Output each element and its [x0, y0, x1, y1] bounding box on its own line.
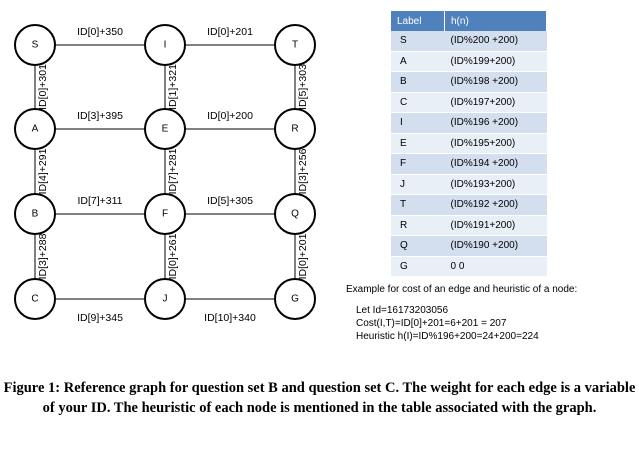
node-f: F	[144, 193, 186, 235]
table-row: Q(ID%190 +200)	[391, 235, 547, 257]
node-s: S	[14, 24, 56, 66]
node-circle	[144, 193, 186, 235]
node-circle	[274, 108, 316, 150]
header-label: Label	[391, 11, 445, 31]
node-t: T	[274, 24, 316, 66]
table-row: T(ID%192 +200)	[391, 194, 547, 216]
node-circle	[14, 108, 56, 150]
row-label: A	[391, 51, 445, 72]
row-label: R	[391, 215, 445, 236]
edge-label: ID[3]+395	[77, 110, 123, 122]
row-label: C	[391, 92, 445, 113]
table-row: S(ID%200 +200)	[391, 31, 547, 52]
edge-label: ID[7]+281	[167, 148, 179, 194]
node-circle	[274, 193, 316, 235]
table-row: F(ID%194 +200)	[391, 153, 547, 175]
row-label: F	[391, 153, 445, 175]
row-h-value: (ID%200 +200)	[444, 31, 547, 52]
header-h: h(n)	[444, 11, 547, 31]
table-row: I(ID%196 +200)	[391, 112, 547, 134]
node-g: G	[274, 278, 316, 320]
row-label: J	[391, 174, 445, 195]
node-i: I	[144, 24, 186, 66]
node-label: T	[292, 40, 298, 51]
row-h-value: (ID%193+200)	[444, 174, 547, 195]
row-label: G	[391, 256, 445, 277]
edge-label: ID[5]+303	[297, 64, 309, 110]
edge-label: ID[10]+340	[204, 312, 256, 324]
row-h-value: (ID%192 +200)	[444, 194, 547, 216]
node-j: J	[144, 278, 186, 320]
example-cost-line: Cost(I,T)=ID[0]+201=6+201 = 207	[356, 318, 507, 329]
node-label: E	[162, 124, 169, 135]
node-r: R	[274, 108, 316, 150]
node-circle	[14, 193, 56, 235]
edge-label: ID[0]+201	[207, 26, 253, 38]
node-circle	[144, 108, 186, 150]
node-label: Q	[291, 209, 299, 220]
node-circle	[274, 278, 316, 320]
row-label: I	[391, 112, 445, 134]
table-row: E(ID%195+200)	[391, 133, 547, 154]
table-row: B(ID%198 +200)	[391, 71, 547, 93]
edge-label: ID[9]+345	[77, 312, 123, 324]
node-label: S	[32, 40, 39, 51]
row-h-value: (ID%194 +200)	[444, 153, 547, 175]
node-a: A	[14, 108, 56, 150]
edge-label: ID[3]+288	[37, 233, 49, 279]
node-label: A	[32, 124, 39, 135]
edge-label: ID[7]+311	[77, 195, 122, 207]
node-e: E	[144, 108, 186, 150]
node-circle	[14, 24, 56, 66]
edge-label: ID[0]+201	[297, 233, 309, 279]
table-row: C(ID%197+200)	[391, 92, 547, 113]
row-h-value: (ID%190 +200)	[444, 235, 547, 257]
node-circle	[14, 278, 56, 320]
row-label: S	[391, 31, 445, 52]
row-h-value: (ID%195+200)	[444, 133, 547, 154]
node-label: F	[162, 209, 168, 220]
heuristic-table: Label h(n) S(ID%200 +200)A(ID%199+200)B(…	[391, 11, 547, 277]
table-row: R(ID%191+200)	[391, 215, 547, 236]
table-header-row: Label h(n)	[391, 11, 547, 31]
row-h-value: (ID%197+200)	[444, 92, 547, 113]
row-label: T	[391, 194, 445, 216]
row-label: Q	[391, 235, 445, 257]
edge-label: ID[5]+305	[207, 195, 253, 207]
example-id-line: Let Id=16173203056	[356, 305, 449, 316]
row-label: E	[391, 133, 445, 154]
node-circle	[144, 24, 186, 66]
node-circle	[144, 278, 186, 320]
figure-caption: Figure 1: Reference graph for question s…	[3, 380, 636, 416]
edge-label: ID[0]+301	[37, 64, 49, 110]
example-title: Example for cost of an edge and heuristi…	[346, 284, 578, 295]
edge-label: ID[3]+256	[297, 148, 309, 194]
row-h-value: 0 0	[444, 256, 547, 277]
node-q: Q	[274, 193, 316, 235]
node-label: R	[291, 124, 298, 135]
row-h-value: (ID%198 +200)	[444, 71, 547, 93]
row-h-value: (ID%191+200)	[444, 215, 547, 236]
node-label: C	[31, 294, 38, 305]
edge-label: ID[4]+291	[37, 148, 49, 194]
node-label: B	[32, 209, 39, 220]
row-h-value: (ID%196 +200)	[444, 112, 547, 134]
edge-label: ID[0]+261	[167, 233, 179, 279]
node-label: J	[163, 294, 168, 305]
row-label: B	[391, 71, 445, 93]
table-row: A(ID%199+200)	[391, 51, 547, 72]
node-circle	[274, 24, 316, 66]
edge-label: ID[0]+350	[77, 26, 123, 38]
node-c: C	[14, 278, 56, 320]
example-heuristic-line: Heuristic h(I)=ID%196+200=24+200=224	[356, 331, 539, 342]
edge-label: ID[1]+321	[167, 64, 179, 110]
edge-label: ID[0]+200	[207, 110, 253, 122]
table-row: J(ID%193+200)	[391, 174, 547, 195]
node-b: B	[14, 193, 56, 235]
row-h-value: (ID%199+200)	[444, 51, 547, 72]
node-label: G	[291, 294, 299, 305]
node-label: I	[164, 40, 167, 51]
